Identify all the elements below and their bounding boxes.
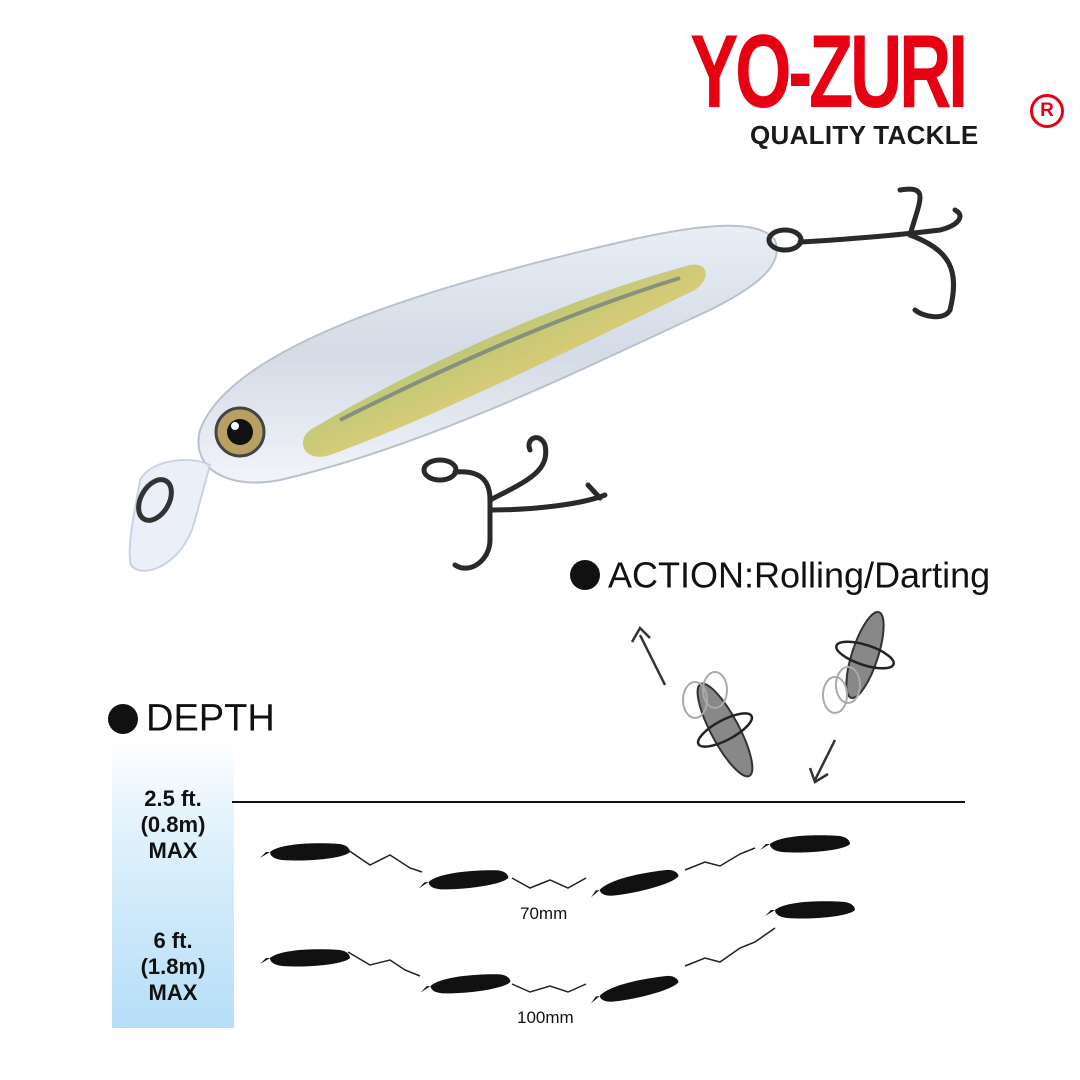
treble-hook-belly (421, 435, 608, 571)
swim-path-shallow (260, 835, 850, 900)
dive-distance-deep: 100mm (517, 1008, 574, 1027)
depth-level-shallow: 2.5 ft. (0.8m) MAX (112, 786, 234, 864)
depth-feet: 6 ft. (153, 928, 193, 953)
brand-logo: YO-ZURI R QUALITY TACKLE (690, 16, 1080, 156)
treble-hook-tail (766, 186, 963, 320)
lure-roll-right (808, 611, 895, 784)
fish-silhouette-icon (420, 973, 511, 996)
fish-silhouette-icon (260, 843, 350, 861)
depth-meters: (1.8m) (140, 954, 206, 979)
depth-label: DEPTH (146, 697, 275, 740)
depth-heading: DEPTH (108, 696, 275, 740)
fish-silhouette-icon (418, 869, 509, 892)
swim-path-diagram (260, 835, 855, 1006)
action-diagram (630, 611, 895, 784)
lure-eye (214, 406, 266, 458)
water-surface-line (232, 801, 965, 803)
registered-mark-icon: R (1030, 94, 1064, 128)
depth-gauge: 2.5 ft. (0.8m) MAX 6 ft. (1.8m) MAX (112, 738, 234, 1028)
fish-silhouette-icon (588, 867, 681, 900)
fish-silhouette-icon (588, 973, 681, 1006)
lure-roll-left (630, 625, 754, 778)
depth-max: MAX (148, 838, 198, 863)
bullet-icon (570, 560, 600, 591)
brand-name: YO-ZURI (690, 14, 968, 130)
lure-image (128, 186, 963, 572)
brand-tagline: QUALITY TACKLE (750, 120, 979, 150)
line-tie-ring (136, 477, 174, 523)
depth-level-deep: 6 ft. (1.8m) MAX (112, 928, 234, 1006)
fish-silhouette-icon (260, 949, 350, 967)
depth-meters: (0.8m) (140, 812, 206, 837)
action-heading: ACTION:Rolling/Darting (570, 552, 990, 596)
depth-max: MAX (148, 980, 198, 1005)
action-label: ACTION:Rolling/Darting (608, 554, 991, 596)
fish-silhouette-icon (765, 901, 855, 919)
depth-feet: 2.5 ft. (144, 786, 202, 811)
fish-silhouette-icon (760, 835, 850, 853)
lure-body (128, 224, 778, 572)
dive-distance-shallow: 70mm (520, 904, 568, 923)
bullet-icon (108, 703, 138, 734)
swim-path-deep (260, 901, 855, 1006)
